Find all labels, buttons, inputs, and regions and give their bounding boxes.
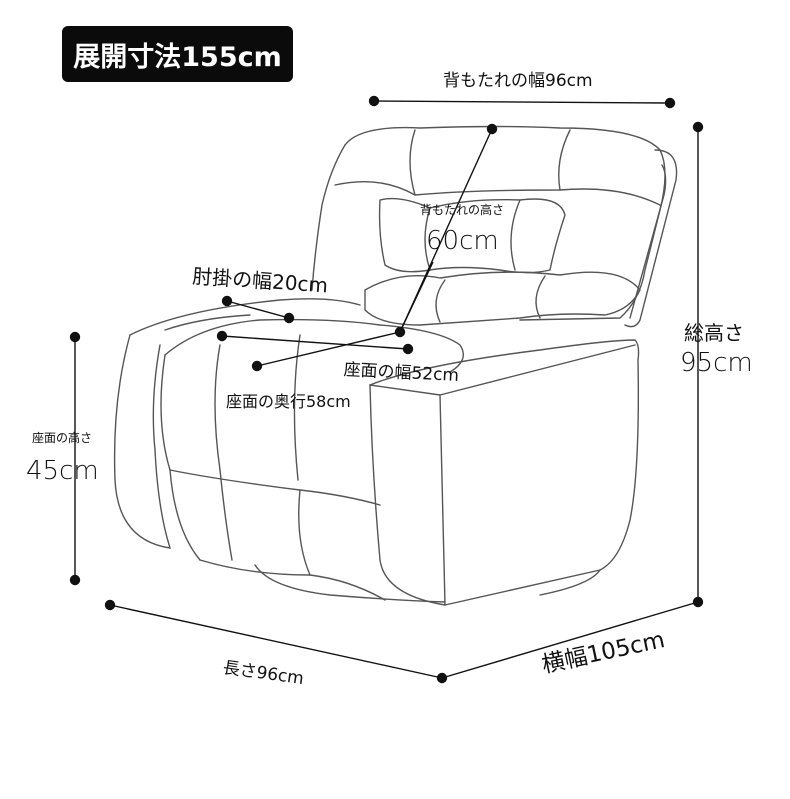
total-height-value: 95cm bbox=[680, 348, 753, 378]
total-height-caption: 総高さ bbox=[684, 321, 744, 345]
unfolded-size-badge: 展開寸法155cm bbox=[62, 26, 293, 82]
backrest-height-caption: 背もたれの高さ bbox=[420, 203, 505, 217]
seat-height-caption: 座面の高さ bbox=[32, 431, 93, 445]
seat-height-value: 45cm bbox=[26, 456, 99, 486]
backrest-height-value: 60cm bbox=[426, 226, 499, 256]
backrest-width-label: 背もたれの幅96cm bbox=[443, 71, 593, 91]
seat-depth-label: 座面の奥行58cm bbox=[226, 392, 351, 411]
